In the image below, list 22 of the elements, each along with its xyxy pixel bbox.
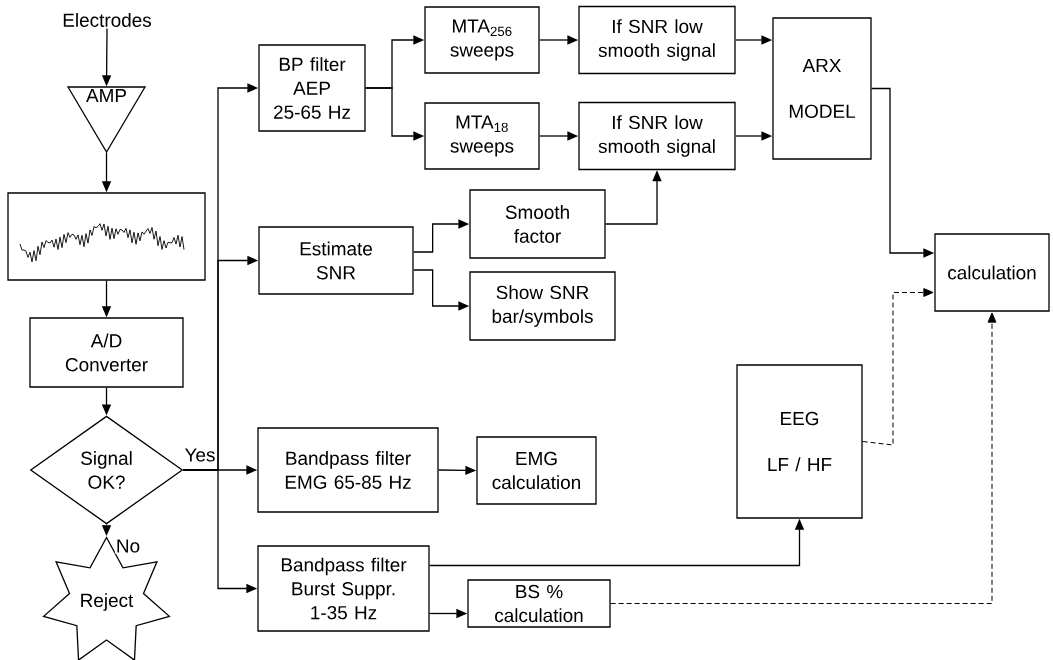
process-box: BP filter AEP 25-65 Hz [258, 44, 366, 132]
process-box: EMG calculation [476, 436, 597, 505]
process-box: Show SNR bar/symbols [469, 271, 616, 341]
waveform-picture [7, 192, 206, 281]
edge-label: No [114, 538, 142, 554]
process-box: A/D Converter [29, 317, 184, 388]
text-label: Electrodes [63, 13, 152, 27]
edge-label: Yes [183, 447, 217, 463]
process-box: If SNR low smooth signal [578, 101, 736, 171]
process-box: calculation [934, 233, 1050, 312]
dashed-arrow [862, 288, 934, 446]
process-box: Estimate SNR [258, 226, 414, 295]
process-box: MTA$_{18}$ sweeps [424, 102, 540, 170]
process-box: MTA$_{256}$ sweeps [424, 6, 540, 74]
process-box: Bandpass filter EMG 65-85 Hz [257, 427, 439, 513]
dashed-arrow [610, 312, 997, 604]
process-box: Smooth factor [469, 189, 606, 259]
process-box: EEG LF / HF [736, 364, 863, 519]
process-box: BS % calculation [467, 579, 611, 628]
process-box: ARX MODEL [772, 17, 872, 160]
process-box: Bandpass filter Burst Suppr. 1-35 Hz [257, 545, 430, 632]
process-box: If SNR low smooth signal [578, 5, 736, 75]
